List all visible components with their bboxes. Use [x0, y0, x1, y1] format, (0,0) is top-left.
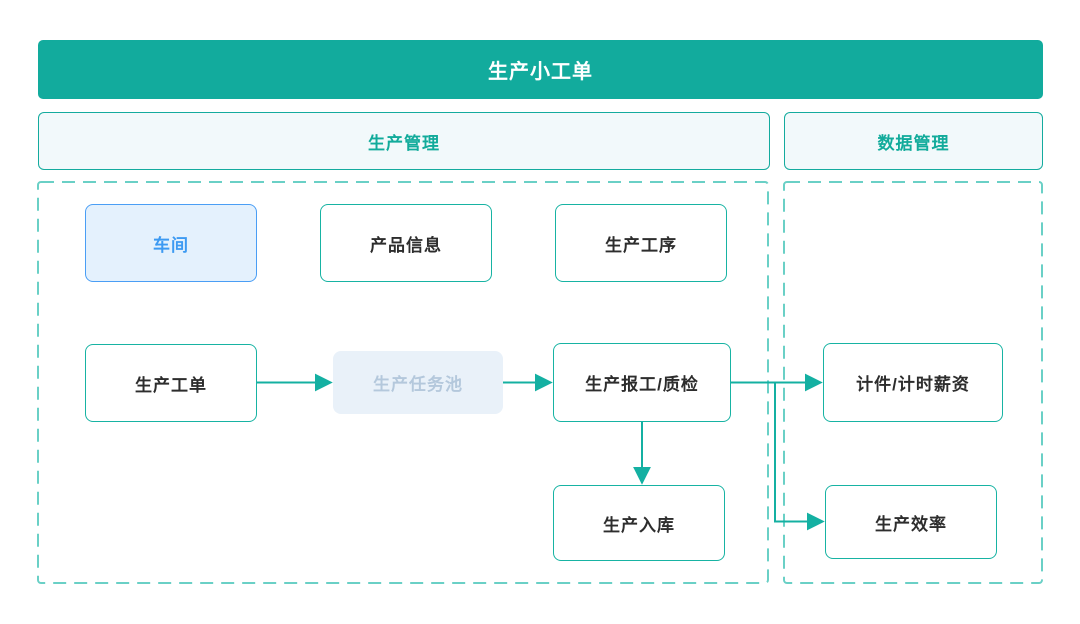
node-piecework-wage-label: 计件/计时薪资 [856, 375, 970, 394]
node-production-efficiency-label: 生产效率 [875, 514, 947, 534]
page-title: 生产小工单 [488, 61, 593, 83]
node-report-qc[interactable]: 生产报工/质检 [553, 343, 731, 422]
node-production-inbound-label: 生产入库 [603, 515, 675, 535]
node-piecework-wage[interactable]: 计件/计时薪资 [823, 343, 1003, 422]
node-task-pool: 生产任务池 [333, 351, 503, 414]
node-workshop-label: 车间 [153, 235, 189, 255]
node-task-pool-label: 生产任务池 [373, 375, 463, 394]
title-banner: 生产小工单 [38, 40, 1043, 99]
node-product-info[interactable]: 产品信息 [320, 204, 492, 282]
section-header-data: 数据管理 [784, 112, 1043, 170]
node-product-info-label: 产品信息 [370, 235, 442, 255]
node-report-qc-label: 生产报工/质检 [585, 375, 699, 394]
section-data-label: 数据管理 [877, 133, 950, 153]
data-area-dashed-border [783, 181, 1043, 584]
node-production-process[interactable]: 生产工序 [555, 204, 727, 282]
node-production-inbound[interactable]: 生产入库 [553, 485, 725, 561]
node-work-order[interactable]: 生产工单 [85, 344, 257, 422]
node-production-efficiency[interactable]: 生产效率 [825, 485, 997, 559]
node-workshop[interactable]: 车间 [85, 204, 257, 282]
arrow-reportqc-to-efficiency [774, 382, 825, 531]
section-header-production: 生产管理 [38, 112, 770, 170]
node-work-order-label: 生产工单 [135, 375, 207, 395]
section-production-label: 生产管理 [368, 133, 440, 153]
node-production-process-label: 生产工序 [605, 235, 677, 255]
